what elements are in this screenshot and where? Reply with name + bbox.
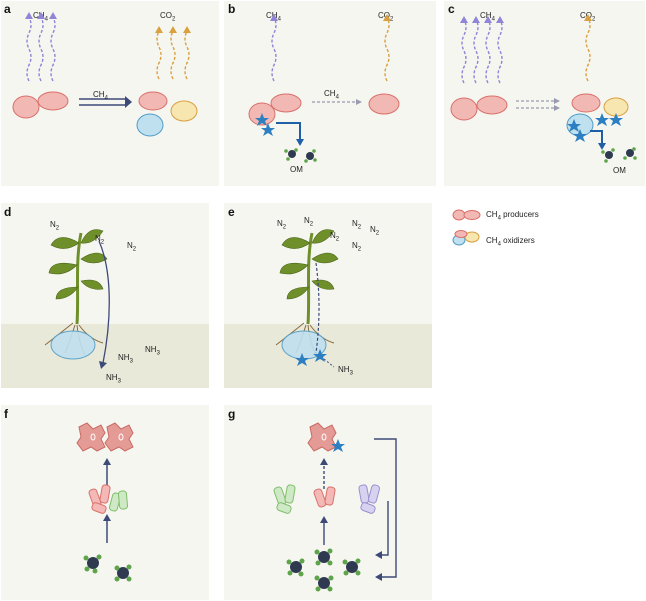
panel-letter-c: c <box>448 2 455 16</box>
panel-f-graphics <box>76 422 134 582</box>
co2-label: CO2 <box>160 11 176 23</box>
panel-b-graphics <box>248 14 400 163</box>
panel-e-graphics <box>224 229 432 388</box>
n2-label: N2 <box>352 241 362 253</box>
co2-label: CO2 <box>580 11 596 23</box>
om-label: OM <box>290 165 303 174</box>
n2-label: N2 <box>330 231 340 243</box>
n2-label: N2 <box>277 219 287 231</box>
panel-letter-g: g <box>228 407 236 421</box>
n2-label: N2 <box>370 225 380 237</box>
co2-label: CO2 <box>378 11 394 23</box>
n2-label: N2 <box>50 220 60 232</box>
panel-letter-a: a <box>4 2 11 16</box>
ch4-label: CH4 <box>480 11 495 23</box>
n2-label: N2 <box>95 234 105 246</box>
n2-label: N2 <box>127 241 137 253</box>
panel-letter-b: b <box>228 2 236 16</box>
legend-oxidizers: CH4 oxidizers <box>486 236 535 248</box>
n2-label: N2 <box>304 216 314 228</box>
legend-oxidizer-icon <box>452 230 480 246</box>
ch4-label: CH4 <box>33 11 48 23</box>
panel-a-graphics <box>12 12 198 137</box>
panel-c-graphics <box>450 14 637 163</box>
panel-letter-d: d <box>4 205 12 219</box>
panel-letter-e: e <box>228 205 235 219</box>
panel-g-graphics <box>273 422 397 592</box>
ch4-label: CH4 <box>266 11 281 23</box>
om-label: OM <box>613 166 626 175</box>
panel-a <box>1 1 219 186</box>
ch4-arrow-label: CH4 <box>324 89 339 101</box>
legend-producer-icon <box>452 209 481 221</box>
nh3-label: NH3 <box>118 353 133 365</box>
panel-d-graphics <box>1 229 209 388</box>
nh3-label: NH3 <box>145 345 160 357</box>
nh3-label: NH3 <box>106 373 121 385</box>
nh3-label: NH3 <box>338 365 353 377</box>
panel-letter-f: f <box>4 407 8 421</box>
legend-producers: CH4 producers <box>486 210 539 222</box>
n2-label: N2 <box>352 219 362 231</box>
panel-b <box>224 1 436 186</box>
